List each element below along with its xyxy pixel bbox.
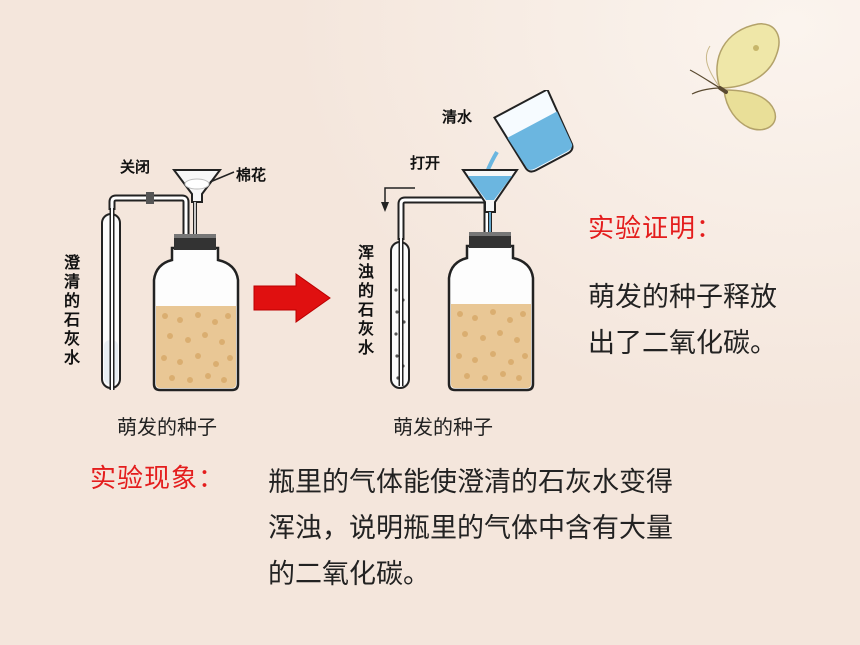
right-label-open: 打开 (410, 154, 441, 172)
phenomenon-heading: 实验现象： (90, 464, 226, 494)
butterfly-icon (689, 23, 780, 131)
proof-line: 萌发的种子释放 (588, 282, 777, 313)
right-caption: 萌发的种子 (393, 415, 493, 439)
process-arrow (253, 273, 331, 323)
right-apparatus (381, 90, 574, 392)
right-label-water: 清水 (442, 108, 473, 126)
left-label-closed: 关闭 (120, 158, 151, 176)
left-label-cotton: 棉花 (236, 166, 267, 184)
phenomenon-line: 瓶里的气体能使澄清的石灰水变得 (268, 467, 673, 498)
proof-text: 萌发的种子释放 出了二氧化碳。 (588, 275, 848, 367)
phenomenon-text: 瓶里的气体能使澄清的石灰水变得 浑浊，说明瓶里的气体中含有大量 的二氧化碳。 (268, 460, 808, 598)
proof-line: 出了二氧化碳。 (588, 328, 777, 359)
phenomenon-line: 的二氧化碳。 (268, 559, 430, 590)
left-label-limewater: 澄清的石灰水 (63, 253, 80, 367)
left-caption: 萌发的种子 (117, 415, 217, 439)
proof-heading: 实验证明： (588, 214, 724, 244)
right-label-limewater: 浑浊的石灰水 (357, 243, 374, 357)
left-clamp (146, 192, 154, 204)
phenomenon-line: 浑浊，说明瓶里的气体中含有大量 (268, 513, 673, 544)
left-apparatus (101, 169, 240, 392)
